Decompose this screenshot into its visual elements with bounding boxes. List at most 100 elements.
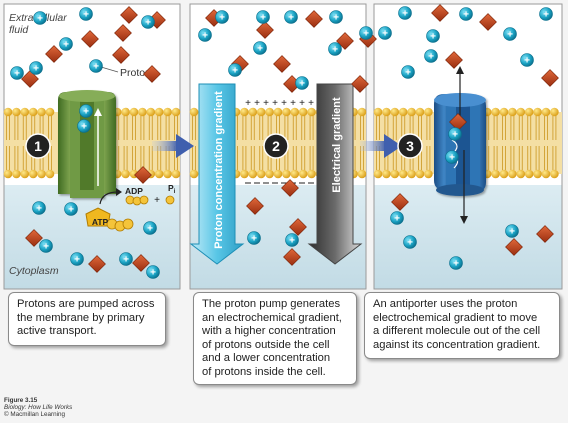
lipid-head (398, 169, 408, 179)
proton (390, 211, 404, 225)
lipid-head (3, 169, 13, 179)
caption-2-line-4: of protons outside the cell (202, 338, 330, 351)
proton-charge: + (232, 66, 238, 77)
lipid-head (541, 107, 551, 117)
lipid-head (357, 169, 367, 179)
proton (64, 202, 78, 216)
figure-number: Figure 3.15 (4, 397, 38, 404)
lipid-head (499, 169, 509, 179)
proton-charge: + (405, 68, 411, 79)
proton (539, 7, 553, 21)
lipid-head (189, 169, 199, 179)
transported-molecule (120, 6, 138, 24)
atp-hydrolysis: ATP ADP + Pi (85, 183, 176, 232)
transported-molecule (479, 13, 497, 31)
proton (33, 11, 47, 25)
transported-molecule (305, 10, 323, 28)
atp-label: ATP (92, 217, 109, 227)
step-2-number: 2 (272, 138, 280, 154)
proton-charge: + (507, 30, 513, 41)
proton (505, 224, 519, 238)
lipid-head (533, 169, 542, 179)
lipid-head (424, 169, 433, 179)
proton-charge: + (288, 13, 294, 24)
proton-charge: + (123, 255, 129, 266)
caption-3-line-3: a different molecule out of the cell (373, 325, 541, 338)
lipid-head (491, 107, 500, 117)
lipid-head (516, 169, 526, 179)
lipid-head (282, 107, 291, 117)
proton-charge: + (524, 56, 530, 67)
caption-2-line-6: of protons inside the cell. (202, 365, 326, 378)
proton (89, 59, 103, 73)
proton-charge: + (81, 122, 87, 133)
adp-label: ADP (125, 186, 143, 196)
proton-charge: + (83, 10, 89, 21)
proton (398, 6, 412, 20)
phosphate-label: Pi (168, 183, 176, 195)
proton-charge: + (63, 40, 69, 51)
proton (215, 10, 229, 24)
proton-charge: + (68, 205, 74, 216)
proton (403, 235, 417, 249)
lipid-head (154, 107, 164, 117)
caption-2-line-5: and a lower concentration (202, 352, 331, 365)
lipid-head (298, 169, 308, 179)
proton (328, 42, 342, 56)
transported-molecule (391, 193, 409, 211)
lipid-head (508, 107, 517, 117)
positive-charge: + (263, 98, 269, 109)
lipid-head (20, 107, 30, 117)
lipid-head (424, 107, 433, 117)
lipid-head (45, 107, 55, 117)
proton-charge: + (452, 130, 458, 141)
proton (59, 37, 73, 51)
proton (79, 7, 93, 21)
lipid-head (163, 107, 172, 117)
proton-charge: + (463, 10, 469, 21)
lipid-head (550, 107, 559, 117)
proton-charge: + (83, 107, 89, 118)
lipid-head (491, 169, 500, 179)
transported-molecule (445, 51, 463, 69)
lipid-head (138, 107, 147, 117)
proton (503, 27, 517, 41)
transported-molecule (541, 69, 559, 87)
proton (70, 252, 84, 266)
proton-charge: + (430, 32, 436, 43)
caption-1-line-2: the membrane by primary (17, 311, 145, 324)
lipid-head (516, 107, 526, 117)
figure-book: Biology: How Life Works (4, 404, 73, 411)
proton (77, 119, 91, 133)
lipid-head (407, 107, 416, 117)
lipid-head (20, 169, 30, 179)
proton (247, 231, 261, 245)
positive-charge: + (308, 98, 314, 109)
proton-callout: Proton (100, 66, 151, 79)
electrical-gradient-arrow (307, 83, 363, 265)
lipid-head (3, 107, 13, 117)
lipid-head (550, 169, 559, 179)
lipid-head (508, 169, 517, 179)
caption-1-line-3: active transport. (17, 325, 97, 338)
proton-charge: + (332, 45, 338, 56)
proton-charge: + (382, 29, 388, 40)
lipid-head (171, 107, 181, 117)
proton-charge: + (257, 44, 263, 55)
lipid-head (45, 169, 55, 179)
proton-charge: + (74, 255, 80, 266)
proton (359, 26, 373, 40)
lipid-head (357, 107, 367, 117)
proton (253, 41, 267, 55)
lipid-head (37, 107, 46, 117)
proton (141, 15, 155, 29)
lipid-head (282, 169, 291, 179)
proton (79, 104, 93, 118)
caption-2-line-3: with a higher concentration (202, 325, 336, 338)
positive-charge: + (299, 98, 305, 109)
transported-molecule (351, 75, 369, 93)
proton (29, 61, 43, 75)
lipid-head (415, 107, 425, 117)
transported-molecule (45, 45, 63, 63)
transported-molecule (431, 4, 449, 22)
